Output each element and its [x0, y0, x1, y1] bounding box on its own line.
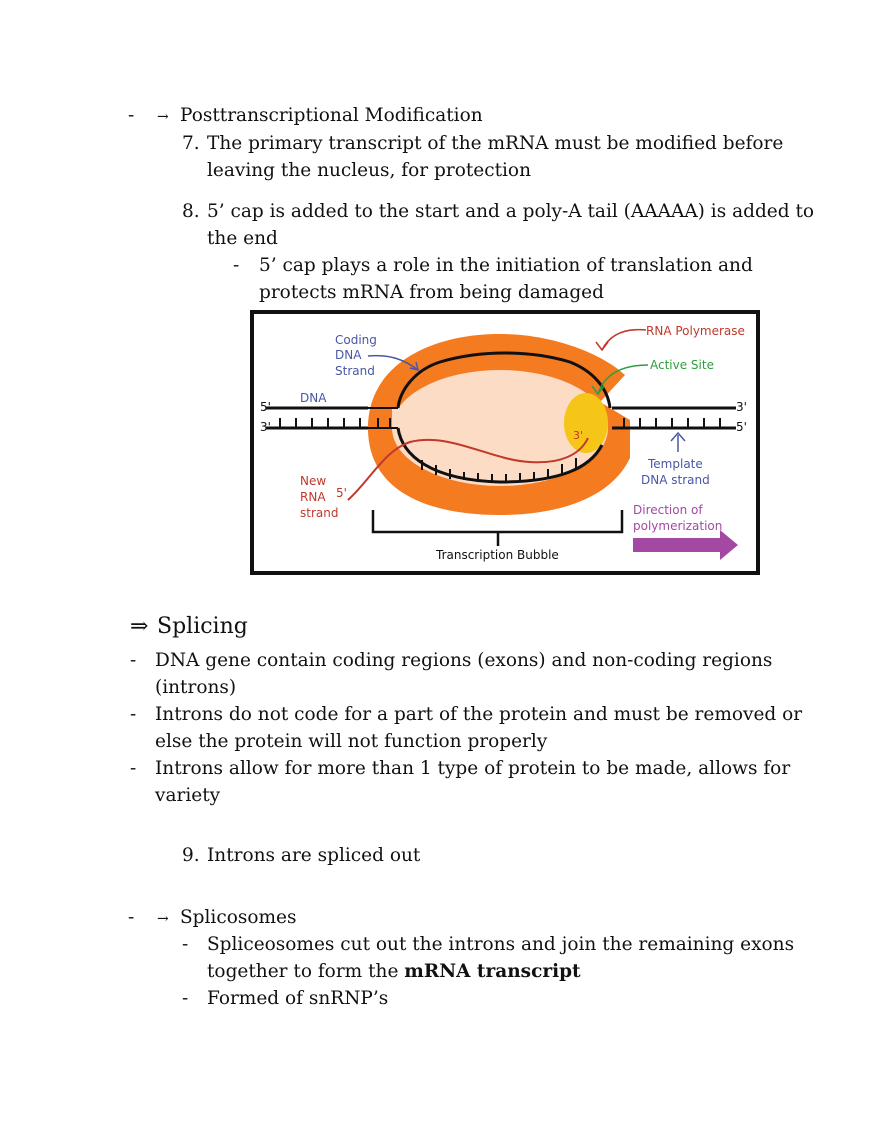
label-direction: Direction of [633, 503, 703, 517]
label-coding-strand: Strand [335, 364, 375, 378]
splicing-b2-line1: Introns do not code for a part of the pr… [155, 704, 803, 725]
item8-line1: 5’ cap is added to the start and a poly-… [207, 201, 815, 222]
label-5prime-right: 5' [736, 420, 747, 434]
label-coding: Coding [335, 333, 377, 347]
bullet-dash: - [128, 907, 135, 928]
splicing-b1-line2: (introns) [155, 677, 237, 698]
label-rna: RNA [300, 490, 326, 504]
section-title-splicosomes: Splicosomes [180, 907, 297, 928]
label-5prime-rna: 5' [336, 486, 347, 500]
label-3prime-rna: 3' [573, 429, 583, 442]
direction-arrow [633, 530, 738, 560]
bullet-dash: - [128, 105, 135, 126]
sub-bullet-dash: - [182, 988, 189, 1009]
splicing-b3-line1: Introns allow for more than 1 type of pr… [155, 758, 791, 779]
label-rna-polymerase: RNA Polymerase [646, 324, 745, 338]
label-dna: DNA [300, 391, 327, 405]
splicosome-sub1-line1: Spliceosomes cut out the introns and joi… [207, 934, 795, 955]
active-site [564, 393, 608, 453]
bullet-dash: - [130, 650, 137, 671]
item8-sub-line1: 5’ cap plays a role in the initiation of… [259, 255, 753, 276]
mrna-transcript-bold: mRNA transcript [404, 961, 581, 982]
arrow-icon: → [157, 109, 169, 125]
new-rna-strand [347, 437, 589, 501]
label-coding-dna: DNA [335, 348, 362, 362]
splicosome-sub1-line2: together to form the mRNA transcript [207, 958, 581, 985]
label-polymerization: polymerization [633, 519, 722, 533]
list-number-9: 9. [182, 845, 200, 866]
label-3prime-right: 3' [736, 400, 747, 414]
label-active-site: Active Site [650, 358, 714, 372]
splicing-b1-line1: DNA gene contain coding regions (exons) … [155, 650, 773, 671]
splicosome-sub1-prefix: together to form the [207, 961, 405, 982]
label-template: Template [647, 457, 703, 471]
sub-bullet-dash: - [233, 255, 240, 276]
item8-line2: the end [207, 228, 278, 249]
section-title-splicing: Splicing [157, 614, 248, 639]
label-transcription-bubble: Transcription Bubble [435, 548, 559, 562]
transcription-diagram: Coding DNA Strand DNA 5' 3' 3' 5' RNA Po… [250, 310, 760, 575]
splicosome-sub2-text: Formed of snRNP’s [207, 988, 389, 1009]
label-strand: strand [300, 506, 338, 520]
bullet-dash: - [130, 758, 137, 779]
item7-line2: leaving the nucleus, for protection [207, 160, 531, 181]
splicing-b2-line2: else the protein will not function prope… [155, 731, 548, 752]
label-new: New [300, 474, 326, 488]
bullet-dash: - [130, 704, 137, 725]
list-number-8: 8. [182, 201, 200, 222]
splicing-b3-line2: variety [155, 785, 221, 806]
item9-text: Introns are spliced out [207, 845, 421, 866]
item7-line1: The primary transcript of the mRNA must … [207, 133, 784, 154]
arrow-icon: → [157, 911, 169, 927]
list-number-7: 7. [182, 133, 200, 154]
label-template-dna-strand: DNA strand [641, 473, 710, 487]
transcription-bubble-interior [392, 370, 608, 486]
arrow-icon: ⇒ [130, 614, 149, 639]
sub-bullet-dash: - [182, 934, 189, 955]
item8-sub-line2: protects mRNA from being damaged [259, 282, 604, 303]
label-3prime-left: 3' [260, 420, 271, 434]
section-title-posttranscriptional: Posttranscriptional Modification [180, 105, 483, 126]
label-5prime-left: 5' [260, 400, 271, 414]
